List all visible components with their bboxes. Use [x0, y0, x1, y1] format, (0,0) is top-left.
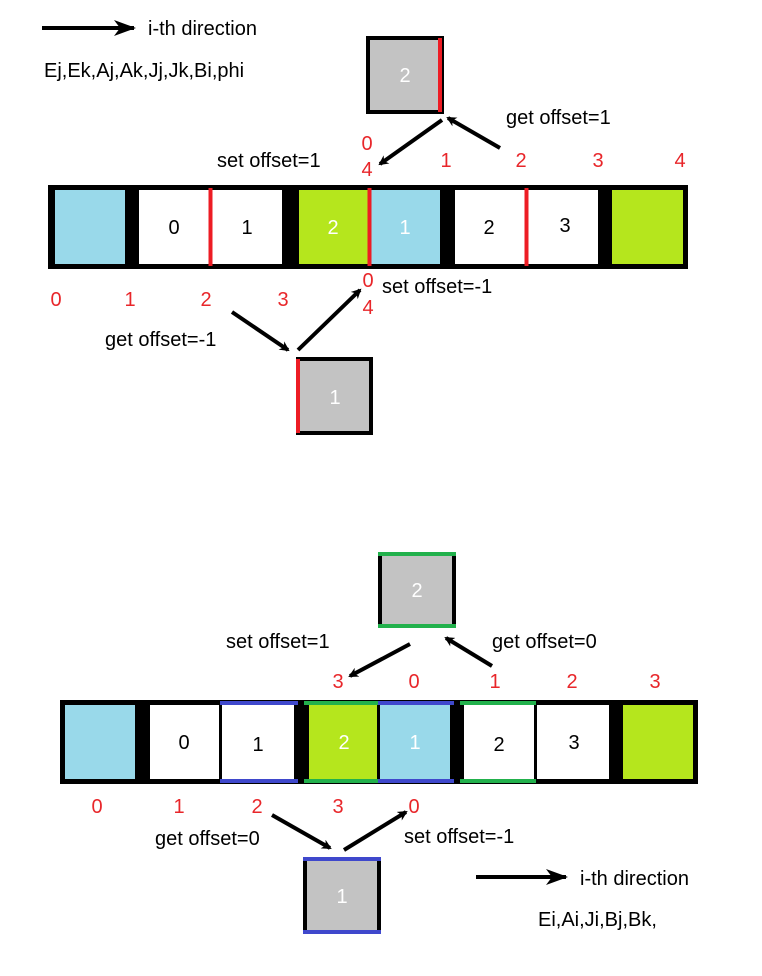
cell-value: 0	[168, 217, 179, 239]
upper-ghost-value: 2	[411, 580, 422, 602]
array-cell-send-left	[380, 705, 450, 779]
index-label: 2	[200, 289, 211, 311]
array-cell-send-right	[309, 705, 377, 779]
cell-value: 2	[483, 217, 494, 239]
cell-value: 3	[568, 732, 579, 754]
index-label: 1	[173, 796, 184, 818]
index-label: 0	[408, 671, 419, 693]
set-arrow-bottom	[296, 288, 362, 352]
cell-value: 0	[178, 732, 189, 754]
get-offset-bottom-label: get offset=0	[155, 828, 260, 850]
bottom-diagram: 2 get offset=0 set offset=1 3 0 1 2 3 0 …	[60, 552, 698, 934]
index-label: 3	[332, 671, 343, 693]
get-offset-bottom-label: get offset=-1	[105, 329, 216, 351]
set-arrow-top	[348, 642, 411, 678]
set-offset-top-label: set offset=1	[226, 631, 330, 653]
lower-ghost-value: 1	[329, 387, 340, 409]
index-label: 1	[440, 150, 451, 172]
get-arrow-top	[446, 116, 501, 150]
cell-value: 1	[252, 734, 263, 756]
index-label: 4	[674, 150, 685, 172]
cell-value: 3	[559, 215, 570, 237]
array-cell-ghost-right	[612, 190, 683, 264]
set-offset-top-label: set offset=1	[217, 150, 321, 172]
array-cell	[150, 705, 219, 779]
fields-label: Ei,Ai,Ji,Bj,Bk,	[538, 909, 657, 931]
array-cell-ghost-left	[55, 190, 125, 264]
index-label: 0	[362, 270, 373, 292]
cell-value: 2	[338, 732, 349, 754]
set-offset-bottom-label: set offset=-1	[382, 276, 492, 298]
index-label: 2	[566, 671, 577, 693]
index-label: 4	[362, 297, 373, 319]
get-arrow-top	[444, 636, 494, 668]
index-label: 1	[489, 671, 500, 693]
top-diagram: i-th direction Ej,Ek,Aj,Ak,Jj,Jk,Bi,phi …	[42, 18, 688, 435]
index-label: 2	[251, 796, 262, 818]
array-cell	[464, 705, 534, 779]
cell-value: 2	[493, 734, 504, 756]
array-cell	[139, 190, 209, 264]
array-cell-ghost-right	[623, 705, 693, 779]
array-cell-send-right	[299, 190, 368, 264]
index-label: 0	[50, 289, 61, 311]
array-cell	[222, 705, 294, 779]
get-offset-top-label: get offset=0	[492, 631, 597, 653]
set-offset-bottom-label: set offset=-1	[404, 826, 514, 848]
direction-legend-label: i-th direction	[580, 868, 689, 890]
index-label: 3	[332, 796, 343, 818]
cell-value: 1	[409, 732, 420, 754]
index-label: 0	[408, 796, 419, 818]
set-arrow-top	[378, 118, 444, 166]
upper-ghost-box	[378, 552, 456, 628]
cell-value: 2	[327, 217, 338, 239]
array-cell-ghost-left	[65, 705, 135, 779]
index-label: 3	[592, 150, 603, 172]
get-arrow-bottom	[271, 813, 332, 850]
get-offset-top-label: get offset=1	[506, 107, 611, 129]
index-label: 0	[91, 796, 102, 818]
index-label: 3	[277, 289, 288, 311]
index-label: 4	[361, 159, 372, 181]
index-label: 0	[361, 133, 372, 155]
array-cell	[455, 190, 525, 264]
get-arrow-bottom	[230, 310, 290, 352]
set-arrow-bottom	[342, 810, 408, 852]
cell-value: 1	[399, 217, 410, 239]
array-cell-send-left	[371, 190, 440, 264]
array-cell	[212, 190, 282, 264]
lower-ghost-value: 1	[336, 886, 347, 908]
lower-ghost-box	[303, 857, 381, 934]
fields-label: Ej,Ek,Aj,Ak,Jj,Jk,Bi,phi	[44, 60, 244, 82]
array-cell	[528, 190, 598, 264]
cell-value: 1	[241, 217, 252, 239]
upper-ghost-value: 2	[399, 65, 410, 87]
index-label: 1	[124, 289, 135, 311]
direction-legend-label: i-th direction	[148, 18, 257, 40]
array-cell	[537, 705, 609, 779]
index-label: 3	[649, 671, 660, 693]
index-label: 2	[515, 150, 526, 172]
